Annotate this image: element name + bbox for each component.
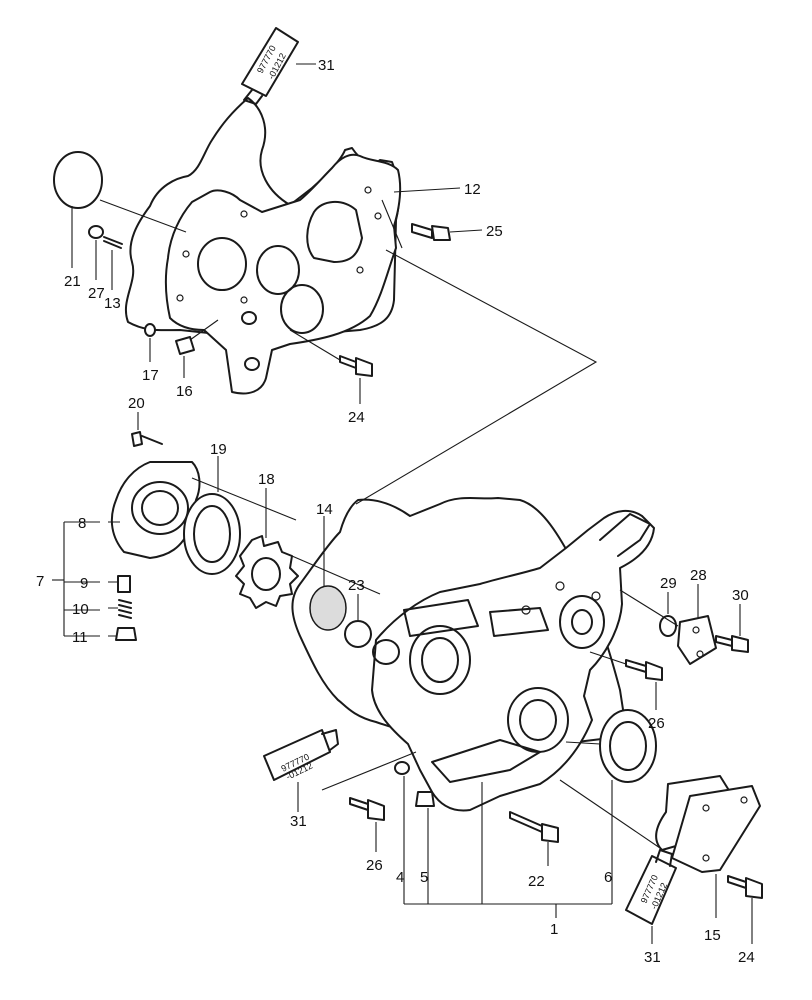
callout-c8: 8 bbox=[78, 515, 86, 532]
callout-c5: 5 bbox=[420, 869, 428, 886]
oring-17 bbox=[144, 323, 156, 337]
sealant-tube-bottom: 977770 -01212 bbox=[625, 849, 677, 925]
callout-c31a: 31 bbox=[318, 57, 335, 74]
callout-c7: 7 bbox=[36, 573, 44, 590]
callout-c29: 29 bbox=[660, 575, 677, 592]
rear-plate-bore-3 bbox=[280, 284, 324, 334]
dowel-16 bbox=[175, 336, 195, 355]
seal-29 bbox=[659, 615, 677, 637]
rear-plate-window bbox=[306, 201, 363, 263]
callout-c15: 15 bbox=[704, 927, 721, 944]
outer-rotor-19 bbox=[183, 493, 241, 575]
callout-c24a: 24 bbox=[348, 409, 365, 426]
callout-c17: 17 bbox=[142, 367, 159, 384]
sealant-tube-mid: 977770 -01212 bbox=[263, 729, 339, 782]
callout-c27: 27 bbox=[88, 285, 105, 302]
relief-valve-9 bbox=[117, 575, 131, 593]
callout-c20: 20 bbox=[128, 395, 145, 412]
callout-c28: 28 bbox=[690, 567, 707, 584]
rear-plate bbox=[164, 153, 402, 395]
plug-5 bbox=[415, 791, 435, 807]
callout-c31b: 31 bbox=[290, 813, 307, 830]
bolt-24-lower bbox=[727, 875, 763, 899]
bolt-25 bbox=[411, 223, 451, 241]
rear-plate-bore-2 bbox=[256, 245, 300, 295]
callout-c10: 10 bbox=[72, 601, 89, 618]
inner-gear-18 bbox=[235, 535, 299, 609]
plug-disc bbox=[53, 151, 103, 209]
callout-c6: 6 bbox=[604, 869, 612, 886]
seal-cap-14 bbox=[309, 585, 347, 631]
callout-c26b: 26 bbox=[366, 857, 383, 874]
callout-c21: 21 bbox=[64, 273, 81, 290]
bolt-24-upper bbox=[339, 355, 373, 377]
callout-c14: 14 bbox=[316, 501, 333, 518]
plug-4 bbox=[394, 761, 410, 775]
bolt-22 bbox=[509, 811, 559, 843]
callout-c22: 22 bbox=[528, 873, 545, 890]
bolt-26-left bbox=[349, 797, 385, 821]
washer-27 bbox=[88, 225, 104, 239]
callout-c19: 19 bbox=[210, 441, 227, 458]
callout-c25: 25 bbox=[486, 223, 503, 240]
cam-bore bbox=[559, 595, 605, 649]
callout-c23: 23 bbox=[348, 577, 365, 594]
callout-c18: 18 bbox=[258, 471, 275, 488]
rear-plate-bore-1 bbox=[197, 237, 247, 291]
bolt-26-right bbox=[625, 659, 663, 681]
callout-c24b: 24 bbox=[738, 949, 755, 966]
callout-c26a: 26 bbox=[648, 715, 665, 732]
callout-c1: 1 bbox=[550, 921, 558, 938]
callout-c11: 11 bbox=[72, 629, 88, 646]
callout-c16: 16 bbox=[176, 383, 193, 400]
callout-c30: 30 bbox=[732, 587, 749, 604]
callout-c4: 4 bbox=[396, 869, 404, 886]
callout-c12: 12 bbox=[464, 181, 481, 198]
pump-bore bbox=[409, 625, 471, 695]
leader-lines bbox=[52, 63, 753, 944]
plug-11 bbox=[115, 627, 137, 641]
callout-c9: 9 bbox=[80, 575, 88, 592]
cover-plate-28 bbox=[677, 615, 717, 665]
sealant-tube-top: 977770 -01212 bbox=[241, 27, 299, 105]
bolt-30 bbox=[715, 635, 749, 653]
oil-seal-6 bbox=[599, 709, 657, 783]
callout-c13: 13 bbox=[104, 295, 121, 312]
stud-13 bbox=[103, 236, 123, 249]
front-cover-housing bbox=[371, 510, 655, 812]
oil-pump-body-8 bbox=[110, 461, 201, 559]
spring-10 bbox=[118, 599, 132, 619]
screw-20 bbox=[131, 431, 163, 447]
seal-23 bbox=[344, 620, 372, 648]
callout-c31c: 31 bbox=[644, 949, 661, 966]
